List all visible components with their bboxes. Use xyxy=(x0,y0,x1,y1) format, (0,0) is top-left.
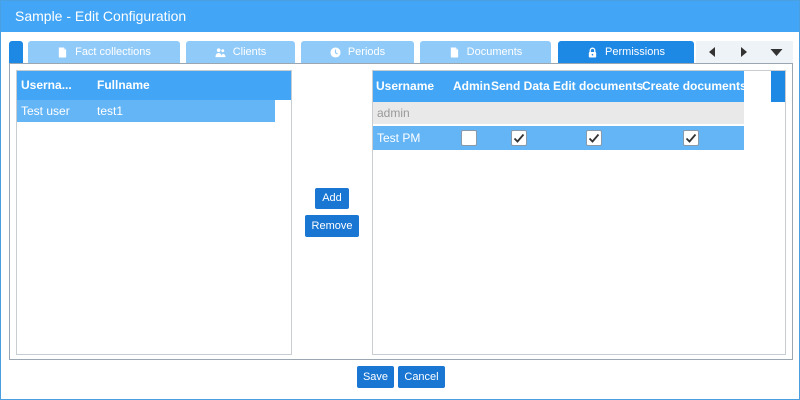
tab-overflow-stub[interactable] xyxy=(9,41,23,63)
grid-header: Userna... Fullname xyxy=(17,71,291,100)
tab-fact-collections[interactable]: Fact collections xyxy=(28,41,180,63)
available-users-grid: Userna... Fullname Test user test1 xyxy=(16,70,292,355)
document-icon xyxy=(450,46,458,58)
tab-label: Permissions xyxy=(605,46,665,58)
group-label: admin xyxy=(377,106,410,120)
tab-label: Periods xyxy=(347,46,386,58)
tab-label: Clients xyxy=(232,46,267,58)
column-header-create-documents[interactable]: Create documents xyxy=(642,79,747,93)
users-icon xyxy=(215,47,226,57)
cell-fullname: test1 xyxy=(97,104,124,118)
column-header-username[interactable]: Username xyxy=(376,79,435,93)
clock-icon xyxy=(330,46,341,58)
grid-header: Username Admin Send Data Edit documents … xyxy=(373,71,747,102)
table-row[interactable]: Test user test1 xyxy=(17,100,275,122)
edit-documents-checkbox[interactable] xyxy=(586,130,602,146)
cancel-button[interactable]: Cancel xyxy=(398,366,445,388)
column-header-edit-documents[interactable]: Edit documents xyxy=(553,79,644,93)
lock-icon xyxy=(588,47,597,58)
check-icon xyxy=(513,133,525,143)
tab-scroll-right-button[interactable] xyxy=(728,41,760,63)
column-header-admin[interactable]: Admin xyxy=(453,79,491,93)
table-row[interactable]: Test PM xyxy=(373,126,744,150)
window-title: Sample - Edit Configuration xyxy=(1,1,799,32)
column-header-username[interactable]: Userna... xyxy=(21,78,72,92)
add-button[interactable]: Add xyxy=(315,188,349,209)
column-header-send-data[interactable]: Send Data xyxy=(491,79,550,93)
remove-button[interactable]: Remove xyxy=(305,215,359,237)
tab-documents[interactable]: Documents xyxy=(420,41,551,63)
save-button[interactable]: Save xyxy=(357,366,394,388)
tab-scroll-left-button[interactable] xyxy=(696,41,728,63)
horizontal-scrollbar-thumb[interactable] xyxy=(771,71,785,102)
column-header-fullname[interactable]: Fullname xyxy=(97,78,150,92)
tab-periods[interactable]: Periods xyxy=(301,41,414,63)
chevron-down-icon xyxy=(770,48,783,56)
arrow-right-icon xyxy=(741,47,747,57)
send-data-checkbox[interactable] xyxy=(511,130,527,146)
permissions-grid: Username Admin Send Data Edit documents … xyxy=(372,70,786,355)
arrow-left-icon xyxy=(709,47,715,57)
permissions-content: Userna... Fullname Test user test1 Add R… xyxy=(9,63,793,360)
cell-username: Test PM xyxy=(377,131,421,145)
admin-checkbox[interactable] xyxy=(461,130,477,146)
group-row: admin xyxy=(373,102,744,124)
tab-label: Documents xyxy=(466,46,523,58)
tab-clients[interactable]: Clients xyxy=(186,41,295,63)
tab-permissions[interactable]: Permissions xyxy=(558,41,694,63)
tab-label: Fact collections xyxy=(75,46,151,58)
check-icon xyxy=(588,133,600,143)
check-icon xyxy=(685,133,697,143)
cell-username: Test user xyxy=(21,104,70,118)
tab-strip: Fact collections Clients Periods Documen… xyxy=(9,41,793,63)
create-documents-checkbox[interactable] xyxy=(683,130,699,146)
document-icon xyxy=(58,46,67,58)
tab-menu-button[interactable] xyxy=(760,41,793,63)
